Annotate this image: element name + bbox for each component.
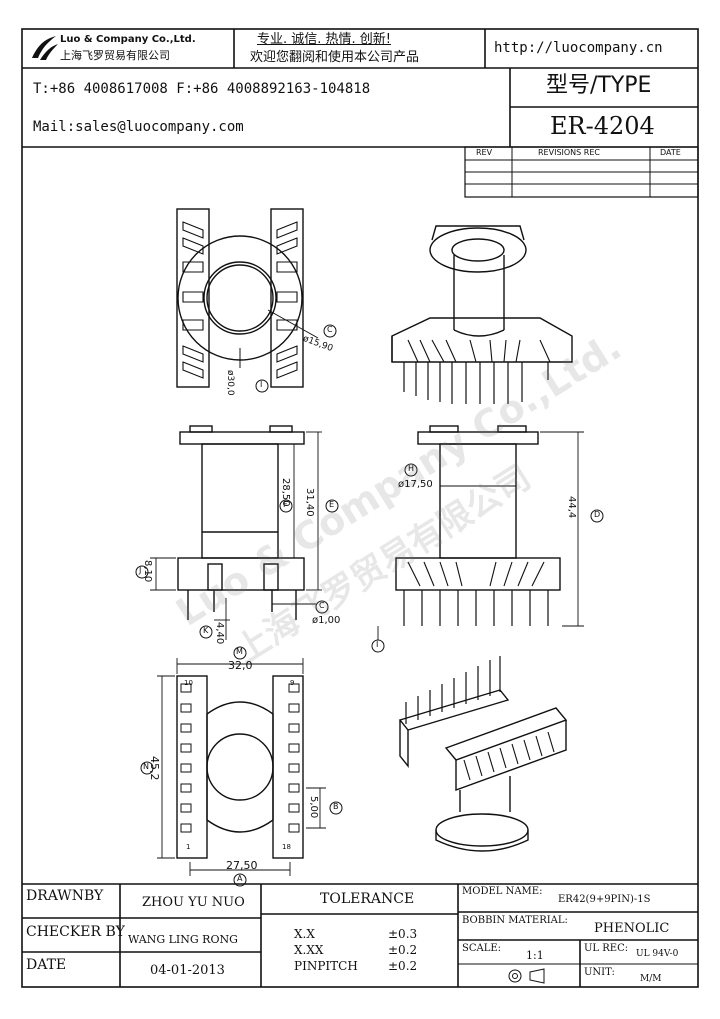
rev-header: REV [476,148,493,157]
callout-b: B [333,802,339,811]
model-name-value: ER42(9+9PIN)-1S [558,894,651,905]
website-link[interactable]: http://luocompany.cn [494,40,663,56]
slogan-line-2: 欢迎您翻阅和使用本公司产品 [250,50,420,65]
pin-label-10: 10 [184,679,193,687]
callout-i-top: I [260,380,263,389]
company-name-cn: 上海飞罗贸易有限公司 [60,49,170,62]
callout-h: H [408,464,415,473]
tol-value-pinpitch: ±0.2 [388,959,418,973]
dim-dia-17-50: ø17,50 [398,479,433,490]
callout-a: A [237,874,243,883]
pin-label-1: 1 [186,843,191,851]
ul-rec-label: UL REC: [584,943,629,954]
callout-k: K [203,626,209,635]
callout-i-side: I [376,640,379,649]
tol-key-xxx: X.XX [294,943,324,957]
bobbin-bottom-view [157,658,326,876]
callout-n: N [143,762,149,771]
type-value: ER-4204 [550,112,655,140]
dim-5-00: 5,00 [308,796,319,819]
mail-address[interactable]: Mail:sales@luocompany.com [33,119,244,135]
bobbin-material-label: BOBBIN MATERIAL: [462,915,568,926]
dim-27-50: 27,50 [226,859,258,872]
slogan-line-1: 专业. 诚信. 热情. 创新! [257,32,392,47]
bobbin-isometric-view [391,225,573,404]
callout-e: E [329,500,335,509]
scale-value: 1:1 [526,949,544,962]
callout-d: D [594,510,601,519]
model-name-label: MODEL NAME: [462,886,543,897]
bobbin-isometric-bottom-view [398,656,568,852]
dim-31-40: 31,40 [304,488,315,517]
tol-value-xxx: ±0.2 [388,943,418,957]
callout-c-pin: C [319,601,325,610]
projection-symbol-icon [508,968,545,984]
tol-value-xx: ±0.3 [388,927,418,941]
company-logo-icon [32,36,58,60]
unit-value: M/M [640,974,662,984]
dim-4-40: 4,40 [214,622,225,645]
outer-frame [21,28,699,988]
tolerance-label: TOLERANCE [320,891,415,907]
tol-key-xx: X.X [294,927,315,941]
drawn-by-value: ZHOU YU NUO [142,895,245,910]
date-header: DATE [660,148,681,157]
tol-key-pinpitch: PINPITCH [294,959,358,973]
dim-45-2: 45,2 [148,756,161,781]
dim-8-10: 8,10 [142,560,153,583]
pin-label-9: 9 [290,679,295,687]
callout-c-top: C [327,325,333,334]
type-label: 型号/TYPE [546,73,652,98]
bobbin-top-view [176,208,319,388]
pin-label-18: 18 [282,843,291,851]
bobbin-side-view [377,425,584,640]
bobbin-front-view [150,425,322,640]
phone-fax: T:+86 4008617008 F:+86 4008892163-104818 [33,81,371,97]
date-value: 04-01-2013 [150,963,225,978]
callout-f: F [283,500,288,509]
scale-label: SCALE: [462,943,502,954]
revisions-rec-header: REVISIONS REC [538,148,600,157]
dim-dia-30: ø30,0 [225,370,235,396]
callout-m: M [236,647,243,656]
date-label: DATE [26,957,67,973]
unit-label: UNIT: [584,967,615,978]
dim-dia-1-00: ø1,00 [312,615,341,626]
dim-44-4: 44,4 [566,496,577,519]
bobbin-material-value: PHENOLIC [594,921,670,936]
checker-value: WANG LING RONG [128,933,238,946]
ul-rec-value: UL 94V-0 [636,949,679,959]
drawn-by-label: DRAWNBY [26,888,104,904]
checker-label: CHECKER BY [26,924,125,940]
company-name: Luo & Company Co.,Ltd. [60,34,196,45]
callout-j: J [139,566,142,575]
dim-32-0: 32,0 [228,659,253,672]
